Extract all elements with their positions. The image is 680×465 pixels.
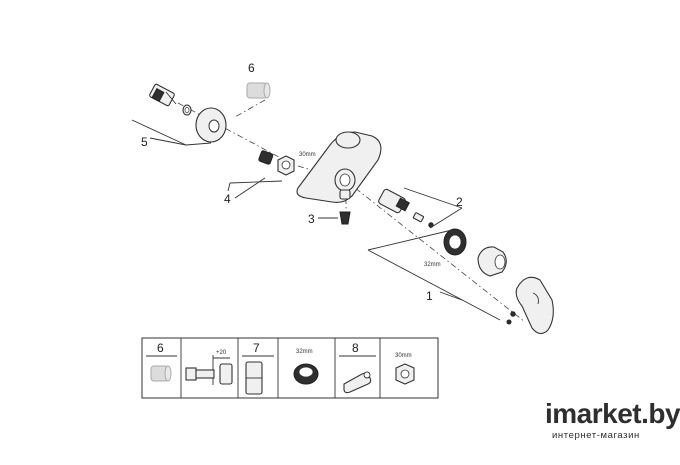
part-3-plug: [339, 211, 351, 225]
legend-label-6: 6: [157, 341, 164, 355]
watermark-brand: imarket.by: [545, 398, 680, 429]
legend-ring-dimension: 32mm: [296, 349, 313, 355]
tools-legend: 6 7 8 +20 32mm 30mm: [141, 337, 439, 399]
legend-label-7: 7: [253, 341, 260, 355]
mixer-body: [296, 131, 382, 203]
extension-dimension-label: +20: [216, 350, 227, 356]
watermark-tagline: интернет-магазин: [552, 430, 640, 441]
part-2-cartridge: [378, 188, 434, 228]
part-1-handle: [443, 228, 554, 335]
part-6-adapter: [246, 82, 271, 99]
leader-lines: [131, 119, 501, 321]
part-5-connectors: [149, 83, 227, 143]
legend-nut-dimension: 30mm: [395, 353, 412, 359]
callout-6: 6: [248, 61, 255, 75]
nut-dimension-label: 30mm: [299, 152, 316, 158]
watermark: imarket.by интернет-магазин: [545, 398, 680, 441]
callout-4: 4: [224, 192, 231, 206]
part-4-nut: [258, 150, 295, 176]
callout-3: 3: [308, 212, 315, 226]
legend-label-8: 8: [352, 341, 359, 355]
callout-1: 1: [426, 289, 433, 303]
callout-5: 5: [141, 135, 148, 149]
ring-dimension-label: 32mm: [424, 262, 441, 268]
callout-2: 2: [456, 195, 463, 209]
